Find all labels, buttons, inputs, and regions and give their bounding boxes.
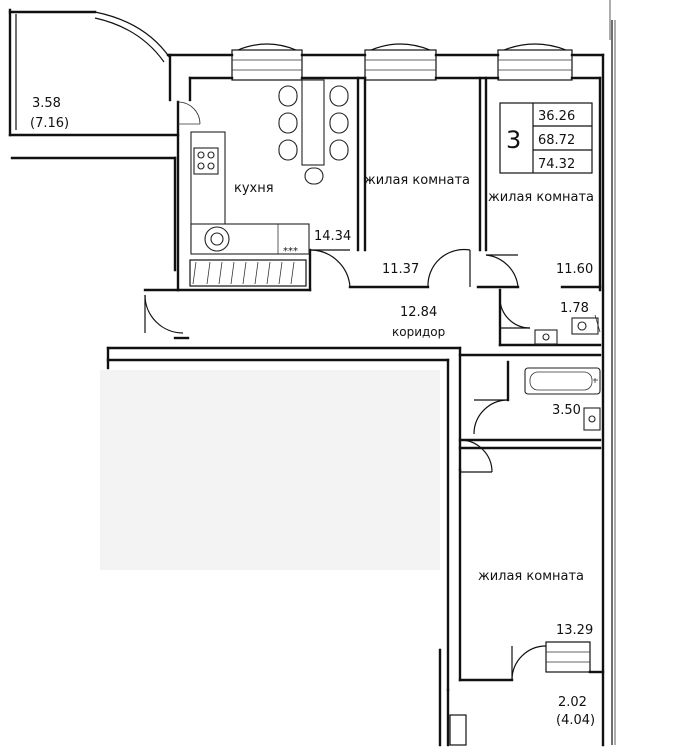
balcony-top-area: 3.58 bbox=[32, 96, 61, 111]
chair bbox=[304, 167, 324, 185]
table bbox=[301, 79, 325, 166]
outer-walls bbox=[166, 53, 605, 747]
chair bbox=[278, 85, 298, 107]
room-labels: 3.58 (7.16) кухня 14.34 жилая комната 11… bbox=[30, 96, 595, 728]
corridor-walls bbox=[106, 288, 462, 692]
chair bbox=[329, 139, 349, 161]
chair bbox=[329, 112, 349, 134]
rooms-count: 3 bbox=[506, 126, 521, 154]
living-room-1-name: жилая комната bbox=[364, 173, 470, 188]
corridor-name: коридор bbox=[392, 325, 445, 339]
living-room-3-name: жилая комната bbox=[478, 569, 584, 584]
summary-box bbox=[499, 102, 593, 174]
left-wall-stub bbox=[10, 156, 177, 272]
stove-marks: *** bbox=[283, 246, 298, 257]
wc-block bbox=[498, 288, 602, 347]
doors-upper bbox=[309, 248, 519, 288]
living-room-2-area: 11.60 bbox=[556, 262, 593, 277]
bathroom-block bbox=[458, 353, 602, 473]
page-edges bbox=[609, 0, 616, 745]
bathroom-area: 3.50 bbox=[552, 403, 581, 418]
kitchen-area: 14.34 bbox=[314, 229, 351, 244]
balcony-top-area-coef: (7.16) bbox=[30, 116, 69, 131]
living-room-1-area: 11.37 bbox=[382, 262, 419, 277]
chair bbox=[278, 139, 298, 161]
bottom-block bbox=[438, 641, 605, 747]
corridor-area: 12.84 bbox=[400, 305, 437, 320]
apartment-summary: 3 36.26 68.72 74.32 bbox=[499, 102, 593, 174]
windows-top bbox=[231, 43, 573, 81]
living-room-3-area: 13.29 bbox=[556, 623, 593, 638]
kitchen-furniture: *** bbox=[189, 131, 310, 287]
balcony-bottom-area-coef: (4.04) bbox=[556, 713, 595, 728]
balcony-top bbox=[8, 8, 201, 292]
partitions bbox=[176, 76, 602, 292]
background-shading bbox=[100, 370, 440, 570]
dining-table bbox=[278, 79, 349, 185]
wc-area: 1.78 bbox=[560, 301, 589, 316]
living-area: 36.26 bbox=[538, 109, 575, 124]
total-area: 68.72 bbox=[538, 133, 575, 148]
living-room-2-name: жилая комната bbox=[488, 190, 594, 205]
radiator bbox=[189, 259, 307, 287]
balcony-bottom-area: 2.02 bbox=[558, 695, 587, 710]
stove bbox=[193, 147, 219, 175]
kitchen-name: кухня bbox=[234, 181, 274, 196]
chair bbox=[329, 85, 349, 107]
total-area-with-balconies: 74.32 bbox=[538, 157, 575, 172]
chair bbox=[278, 112, 298, 134]
